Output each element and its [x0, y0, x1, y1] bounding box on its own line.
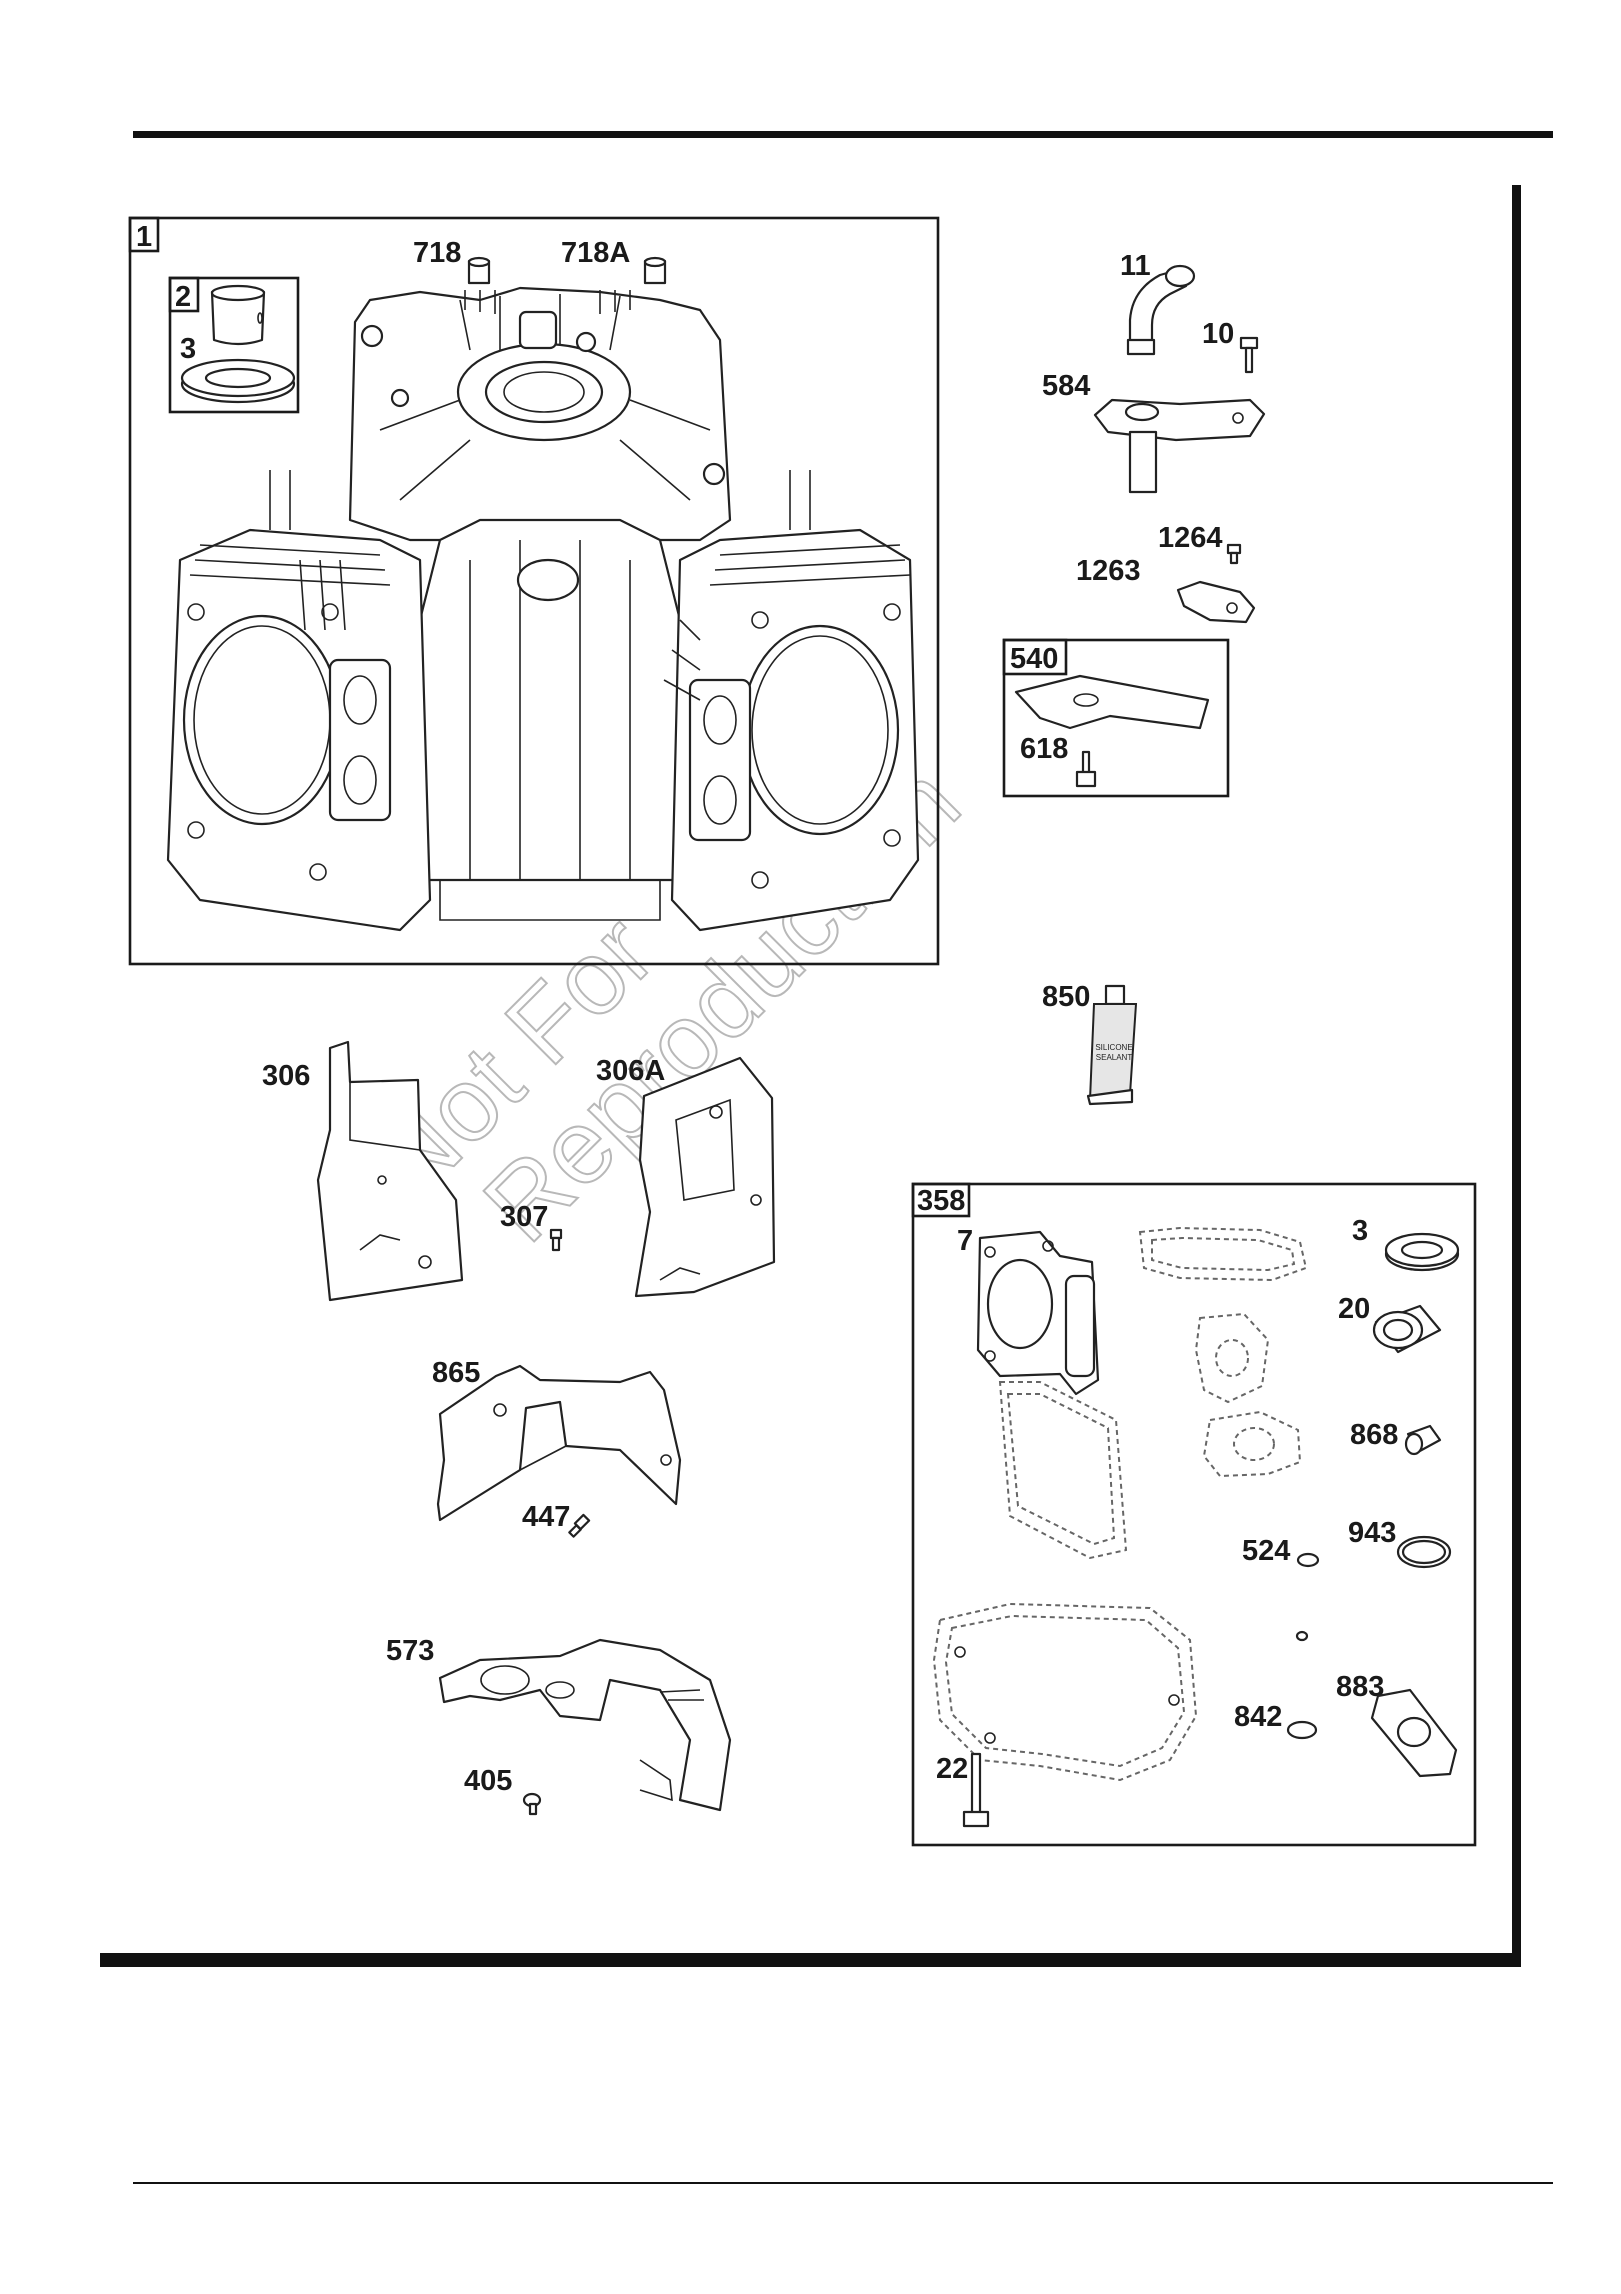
part-718a [645, 258, 665, 283]
callout-618: 618 [1020, 733, 1068, 765]
callout-447: 447 [522, 1501, 570, 1533]
callout-865: 865 [432, 1357, 480, 1389]
top-rule [133, 131, 1553, 138]
o-ring-part-842 [1288, 1722, 1316, 1738]
callout-524: 524 [1242, 1535, 1290, 1567]
exhaust-gasket-part-883 [1372, 1690, 1456, 1776]
callout-405: 405 [464, 1765, 512, 1797]
callout-307: 307 [500, 1201, 548, 1233]
carb-gasket-part [1204, 1412, 1300, 1476]
sealant-tube-part: SILICONE SEALANT [1088, 986, 1136, 1104]
screw-part-307 [551, 1230, 561, 1250]
seal-part-3 [182, 360, 294, 402]
screw-part-447 [569, 1515, 589, 1537]
seal-part-3-set [1386, 1234, 1458, 1270]
seal-part-20 [1374, 1306, 1440, 1352]
intake-gasket-part [1196, 1314, 1268, 1402]
sealant-label-1: SILICONE [1095, 1043, 1132, 1052]
o-ring-part-524 [1298, 1554, 1318, 1566]
callout-306a: 306A [596, 1055, 665, 1087]
callout-868: 868 [1350, 1419, 1398, 1451]
head-gasket-part [978, 1232, 1098, 1394]
callout-842: 842 [1234, 1701, 1282, 1733]
callout-306: 306 [262, 1060, 310, 1092]
screw-part-618 [1077, 752, 1095, 786]
screw-part-10 [1241, 338, 1257, 372]
footer-rule [133, 2182, 1553, 2184]
callout-943: 943 [1348, 1517, 1396, 1549]
gasket-set-box: 358 7 [913, 1184, 1475, 1845]
callout-1264: 1264 [1158, 522, 1223, 554]
air-guide-part-306a [636, 1058, 774, 1296]
bottom-rule [100, 1953, 1521, 1967]
callout-11: 11 [1120, 250, 1151, 282]
callout-1263: 1263 [1076, 555, 1141, 587]
callout-22: 22 [936, 1753, 968, 1785]
callout-10: 10 [1202, 318, 1234, 350]
callout-718a: 718A [561, 237, 630, 269]
breather-kit-box: 540 618 [1004, 640, 1228, 796]
exhaust-gasket-top-part [1140, 1228, 1306, 1280]
screw-part-1264 [1228, 545, 1240, 563]
callout-718: 718 [413, 237, 461, 269]
valve-cover-gasket-part [1000, 1382, 1126, 1558]
plug-part-868 [1406, 1426, 1440, 1454]
box-label-2: 2 [175, 281, 191, 313]
screw-part-405 [524, 1794, 540, 1814]
callout-7: 7 [957, 1225, 973, 1257]
small-washer-part [1297, 1632, 1307, 1640]
callout-3-kit: 3 [180, 333, 196, 365]
box-label-358: 358 [917, 1185, 965, 1217]
breather-cover-part [1178, 582, 1254, 622]
right-rule [1512, 185, 1521, 1967]
callout-850: 850 [1042, 981, 1090, 1013]
callout-3-set: 3 [1352, 1215, 1368, 1247]
callout-584: 584 [1042, 370, 1090, 402]
sealant-label-2: SEALANT [1096, 1053, 1133, 1062]
governor-plate-part [1095, 400, 1264, 492]
air-guide-part-865 [438, 1366, 680, 1520]
engine-assembly-box: 1 2 3 718 718A [130, 218, 938, 964]
part-718 [469, 258, 489, 283]
bushing-part [212, 286, 264, 344]
o-ring-part-943 [1398, 1537, 1450, 1567]
box-label-1: 1 [136, 221, 152, 253]
box-label-540: 540 [1010, 643, 1058, 675]
callout-573: 573 [386, 1635, 434, 1667]
callout-20: 20 [1338, 1293, 1370, 1325]
